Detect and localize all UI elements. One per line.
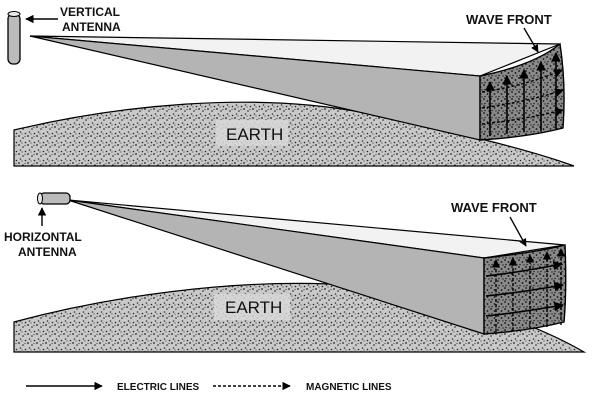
magnetic-lines-horizontal <box>491 248 566 332</box>
earth-label-top: EARTH <box>226 125 283 144</box>
wavefront-label-top: WAVE FRONT <box>466 12 552 27</box>
antenna-label-vertical-2: ANTENNA <box>62 20 121 34</box>
horizontal-panel: EARTH HORIZONTAL ANTENNA WAV <box>4 192 587 353</box>
magnetic-lines-vertical <box>481 69 564 125</box>
antenna-label-horizontal-2: ANTENNA <box>18 245 77 259</box>
antenna-label-horizontal-1: HORIZONTAL <box>4 230 82 244</box>
wavefront-label-bottom: WAVE FRONT <box>451 200 537 215</box>
magnetic-lines-label: MAGNETIC LINES <box>306 382 392 393</box>
electric-lines-label: ELECTRIC LINES <box>117 382 200 393</box>
electric-lines-horizontal <box>485 260 564 317</box>
legend: ELECTRIC LINES MAGNETIC LINES <box>26 381 392 393</box>
antenna-label-vertical-1: VERTICAL <box>60 5 120 19</box>
vertical-panel: EARTH VERTICAL ANTENNA WAVE <box>7 5 575 167</box>
vertical-antenna <box>7 11 21 65</box>
earth-label-bottom: EARTH <box>225 298 282 317</box>
horizontal-antenna <box>37 192 71 205</box>
